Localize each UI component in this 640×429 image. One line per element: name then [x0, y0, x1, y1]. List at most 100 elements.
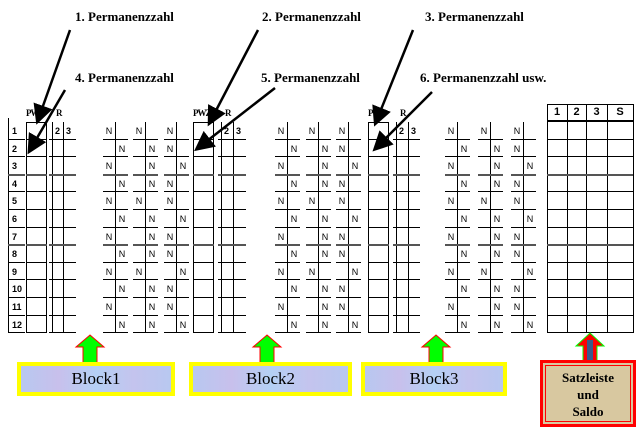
block3-n-mark: N	[460, 143, 468, 154]
block3-pwz-cell	[368, 297, 389, 298]
block2-r-cell	[218, 156, 246, 158]
block1-pair-cell	[164, 332, 189, 334]
summary-row-line	[547, 209, 633, 210]
block1-n-mark: N	[148, 178, 156, 189]
row-number: 9	[12, 266, 18, 277]
block1-pair-divider	[145, 122, 146, 334]
block3-pair-cell	[445, 138, 470, 140]
block2-n-mark: N	[338, 231, 346, 242]
block3-n-mark: N	[480, 196, 488, 207]
block3-r-cell	[393, 297, 420, 298]
satzleiste-saldo-button[interactable]: Satzleiste und Saldo	[540, 360, 636, 427]
block3-n-mark: N	[460, 319, 468, 330]
block1-pair-cell	[164, 173, 189, 176]
summary-row-line	[547, 138, 633, 140]
block1-n-mark: N	[118, 319, 126, 330]
block3-n-mark: N	[526, 161, 534, 172]
block2-n-mark: N	[338, 178, 346, 189]
summary-row-line	[547, 297, 633, 298]
block3-pair-cell	[478, 279, 503, 281]
block1-pair-cell	[103, 261, 128, 263]
block3-pair-cell	[511, 138, 536, 140]
block3-pair-cell	[478, 261, 503, 263]
block1-pwz-cell	[26, 209, 47, 210]
block1-r-cell	[49, 156, 76, 158]
block2-button[interactable]: Block2	[189, 362, 352, 396]
arrow-6-icon	[372, 91, 433, 152]
block1-r-cell	[49, 279, 76, 281]
block3-pwz-right	[388, 122, 389, 334]
block2-r-mid	[233, 122, 234, 334]
block1-col3-header: 3	[66, 126, 72, 136]
block1-pwz-left	[26, 122, 27, 334]
label-permanenzzahl-5: 5. Permanenzzahl	[261, 70, 360, 85]
block2-pwz-cell	[193, 314, 214, 316]
block2-pwz-cell	[193, 173, 214, 176]
block2-pair-cell	[336, 261, 361, 263]
block2-r-header: R	[225, 108, 231, 118]
summary-col-line	[633, 104, 634, 334]
block2-pwz-cell	[193, 244, 214, 247]
summary-header-divider	[547, 120, 633, 122]
arrow-2-icon	[207, 29, 260, 127]
block1-pwz-cell	[26, 314, 47, 316]
block2-pair-divider	[318, 122, 319, 334]
block2-pair-cell	[306, 332, 331, 334]
block3-pwz-cell	[368, 209, 389, 210]
block2-pair-cell	[306, 173, 331, 176]
block3-col2-header: 2	[399, 126, 405, 136]
block1-pair-cell	[164, 244, 189, 247]
block3-pwz-cell	[368, 191, 389, 193]
summary-header-3: 3	[593, 106, 600, 118]
summary-header-2: 2	[573, 106, 580, 118]
block2-pair-cell	[306, 226, 331, 228]
block1-pair-cell	[164, 156, 189, 158]
block2-n-mark: N	[338, 126, 346, 136]
block3-pair-cell	[445, 191, 470, 193]
block1-n-mark: N	[105, 231, 113, 242]
block3-col3-header: 3	[411, 126, 417, 136]
block3-n-mark: N	[493, 214, 501, 224]
arrow-1-icon	[33, 29, 72, 125]
block3-pair-cell	[478, 173, 503, 176]
summary-row-line	[547, 156, 633, 158]
block2-n-mark: N	[321, 249, 329, 260]
block3-pair-cell	[478, 138, 503, 140]
block2-pair-cell	[306, 297, 331, 298]
row-divider	[8, 297, 25, 298]
block1-n-mark: N	[179, 266, 187, 277]
block2-n-mark: N	[277, 266, 285, 277]
block1-r-cell	[49, 244, 76, 247]
block1-pwz-cell	[26, 297, 47, 298]
block3-pair-cell	[478, 226, 503, 228]
block3-n-mark: N	[447, 231, 455, 242]
block3-pair-divider	[523, 122, 524, 334]
row-divider	[8, 332, 25, 334]
block3-pair-cell	[511, 332, 536, 334]
block2-n-mark: N	[321, 284, 329, 295]
block2-pwz-cell	[193, 156, 214, 158]
block2-n-mark: N	[321, 143, 329, 154]
block1-n-mark: N	[148, 214, 156, 224]
block1-pair-cell	[103, 314, 128, 316]
block1-pair-cell	[103, 138, 128, 140]
block1-n-mark: N	[148, 319, 156, 330]
block2-pwz-cell	[193, 279, 214, 281]
block2-r-cell	[218, 297, 246, 298]
summary-row-line	[547, 191, 633, 193]
block2-pair-cell	[336, 279, 361, 281]
block1-n-mark: N	[105, 266, 113, 277]
block2-r-left	[221, 122, 222, 334]
block2-col3-header: 3	[236, 126, 242, 136]
block1-pair-cell	[133, 332, 158, 334]
block3-button[interactable]: Block3	[361, 362, 507, 396]
summary-row-line	[547, 279, 633, 281]
block1-pair-cell	[103, 156, 128, 158]
block2-pwz-top	[193, 122, 214, 123]
label-permanenzzahl-2: 2. Permanenzzahl	[262, 9, 361, 24]
block1-n-mark: N	[166, 249, 174, 260]
block2-pair-cell	[336, 332, 361, 334]
block1-n-mark: N	[118, 143, 126, 154]
block1-button[interactable]: Block1	[17, 362, 175, 396]
